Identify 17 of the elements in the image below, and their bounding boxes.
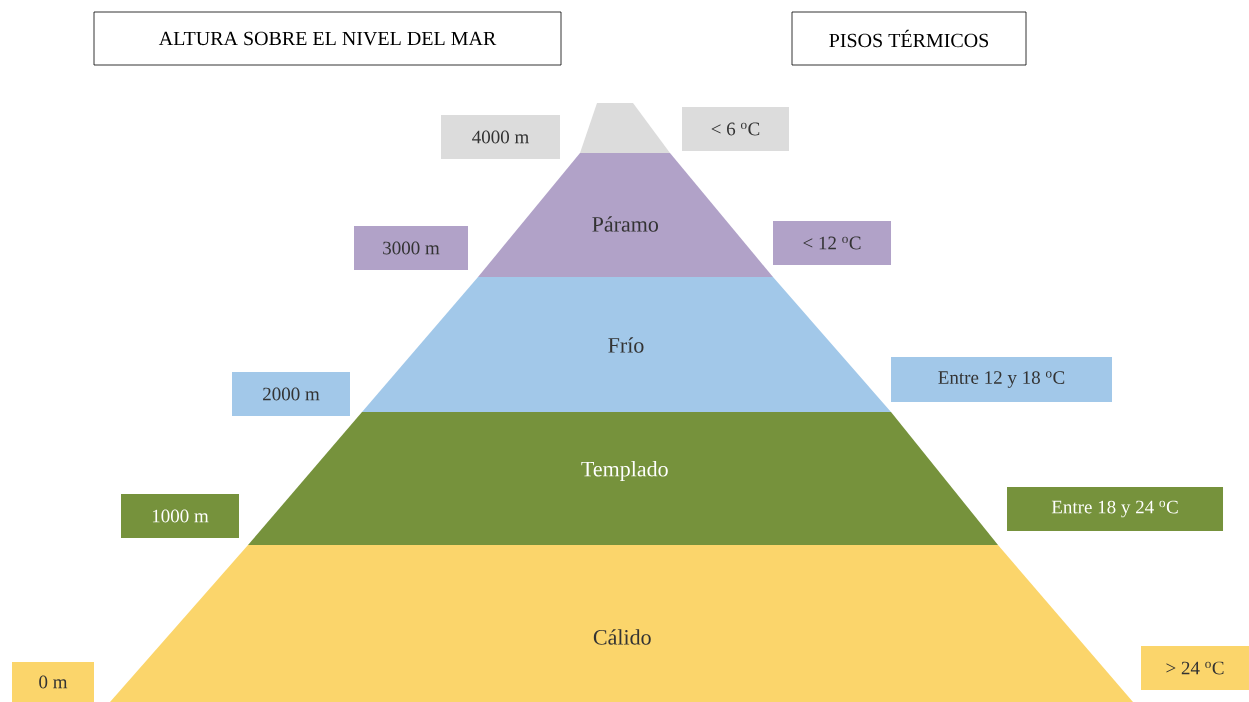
- value-box: 3000 m: [354, 226, 468, 270]
- value-box: 0 m: [12, 662, 94, 702]
- value-box: < 6 $^{o}$C: [682, 107, 789, 151]
- value-box: Entre 12 y 18 $^{o}$C: [891, 357, 1112, 402]
- value-box: 1000 m: [121, 494, 239, 538]
- pyramid-band: Cálido: [110, 545, 1133, 702]
- heading-box: ALTURA SOBRE EL NIVEL DEL MAR: [93, 11, 562, 66]
- pyramid-band: Frío: [362, 277, 891, 412]
- value-box: < 12 $^{o}$C: [773, 221, 891, 265]
- value-box: > 24 $^{o}$C: [1141, 646, 1249, 690]
- pyramid-peak: [580, 103, 670, 153]
- pyramid-band: Páramo: [478, 153, 773, 277]
- value-box: 2000 m: [232, 372, 350, 416]
- heading-box: PISOS TÉRMICOS: [791, 11, 1027, 66]
- value-box: 4000 m: [441, 115, 560, 159]
- pyramid-band: Templado: [248, 412, 998, 545]
- value-box: Entre 18 y 24 $^{o}$C: [1007, 487, 1223, 531]
